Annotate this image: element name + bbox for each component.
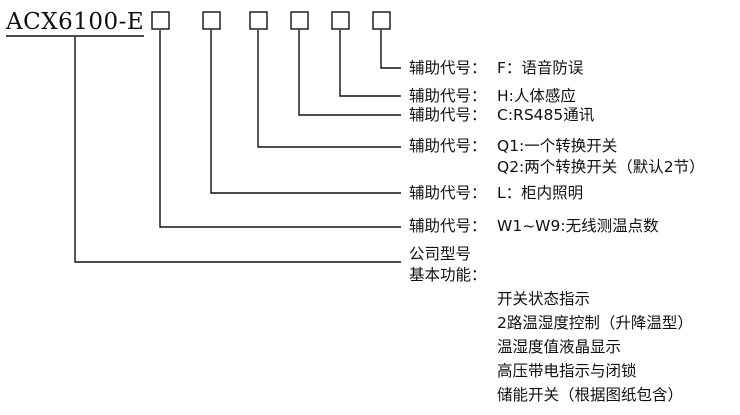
option-box-2 (202, 11, 221, 30)
option-value-voice: F：语音防误 (497, 59, 584, 77)
leader-option-4 (298, 30, 401, 116)
model-code: ACX6100-E (6, 9, 145, 35)
basic-function-item: 温湿度值液晶显示 (497, 338, 622, 356)
option-label-wireless: 辅助代号： (409, 217, 487, 235)
option-label-comm: 辅助代号： (409, 106, 487, 124)
option-value-switch-q2: Q2:两个转换开关（默认2节） (497, 158, 705, 176)
option-value-wireless: W1~W9:无线测温点数 (497, 217, 659, 235)
option-value-comm: C:RS485通讯 (497, 106, 595, 124)
option-box-5 (331, 11, 350, 30)
leader-option-1 (159, 30, 401, 228)
leader-option-3 (257, 30, 401, 148)
option-label-sensor: 辅助代号： (409, 87, 487, 105)
option-box-6 (372, 11, 391, 30)
option-label-switch: 辅助代号： (409, 137, 487, 155)
option-label-lighting: 辅助代号： (409, 184, 487, 202)
option-value-switch-q1: Q1:一个转换开关 (497, 137, 618, 155)
leader-option-5 (339, 30, 401, 97)
option-box-4 (290, 11, 309, 30)
option-value-lighting: L：柜内照明 (497, 184, 584, 202)
basic-function-item: 2路温湿度控制（升降温型） (497, 314, 693, 332)
basic-function-item: 储能开关（根据图纸包含） (497, 386, 684, 404)
option-label-voice: 辅助代号： (409, 59, 487, 77)
basic-function-item: 开关状态指示 (497, 290, 591, 308)
option-box-1 (151, 11, 170, 30)
leader-option-6 (380, 30, 401, 69)
option-box-3 (249, 11, 268, 30)
base-model-label: 公司型号 (409, 245, 472, 263)
option-value-sensor: H:人体感应 (497, 87, 576, 105)
basic-function-item: 高压带电指示与闭锁 (497, 362, 637, 380)
basic-functions-title: 基本功能： (409, 266, 487, 284)
leader-option-2 (210, 30, 401, 194)
leader-base-model (74, 37, 401, 263)
